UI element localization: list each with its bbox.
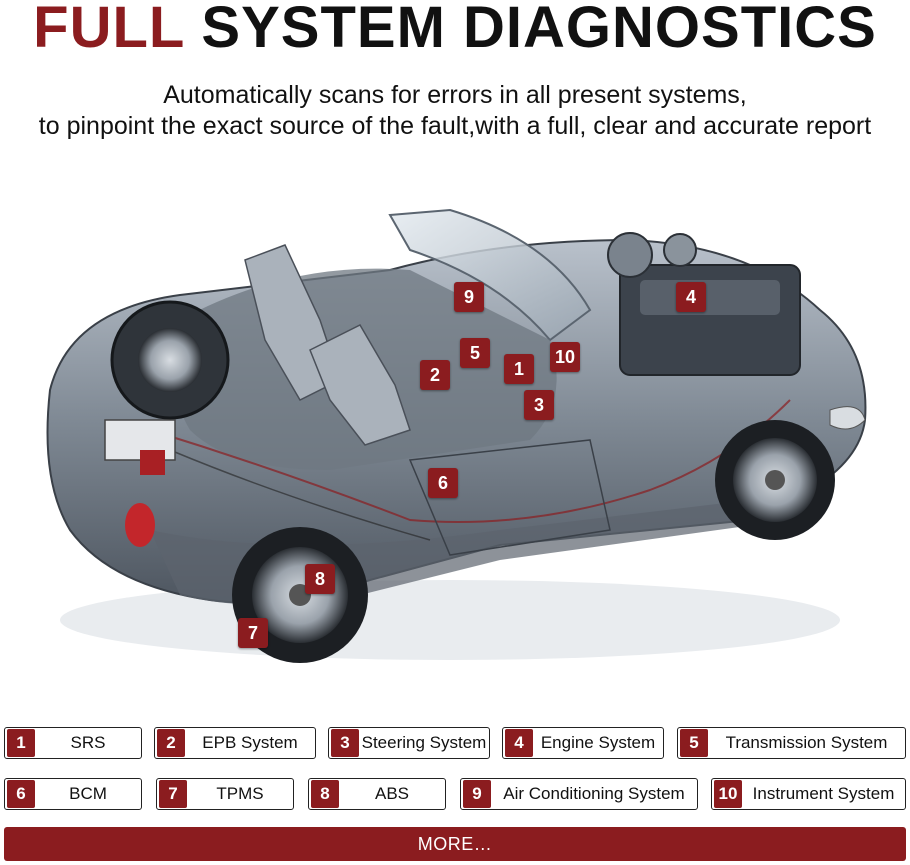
car-illustration: 9 4 5 10 2 1 3 6 8 7 [30,200,890,670]
system-label: ABS [374,784,410,803]
system-label: Instrument System [752,784,895,803]
system-chip-tpms: 7 TPMS [156,778,294,810]
system-label: Transmission System [725,733,888,752]
system-label: TPMS [216,784,264,803]
system-chip-steering: 3 Steering System [328,727,490,759]
system-chip-epb: 2 EPB System [154,727,316,759]
marker-10: 10 [550,342,580,372]
marker-5: 5 [460,338,490,368]
system-label: SRS [70,733,106,752]
system-chip-engine: 4 Engine System [502,727,664,759]
system-label: Air Conditioning System [503,784,685,803]
system-chip-instrument: 10 Instrument System [711,778,906,810]
marker-4: 4 [676,282,706,312]
system-chip-abs: 8 ABS [308,778,446,810]
system-label: Engine System [540,733,656,752]
system-chip-bcm: 6 BCM [4,778,142,810]
marker-3: 3 [524,390,554,420]
marker-8: 8 [305,564,335,594]
system-number: 9 [463,780,491,808]
system-number: 3 [331,729,359,757]
system-number: 2 [157,729,185,757]
title-part-system-diagnostics: SYSTEM DIAGNOSTICS [201,0,877,60]
system-number: 1 [7,729,35,757]
system-number: 6 [7,780,35,808]
system-label: BCM [69,784,107,803]
more-button[interactable]: MORE… [4,827,906,861]
marker-1: 1 [504,354,534,384]
title-part-full: FULL [33,0,185,60]
system-number: 5 [680,729,708,757]
system-chip-air-conditioning: 9 Air Conditioning System [460,778,698,810]
system-chip-srs: 1 SRS [4,727,142,759]
marker-9: 9 [454,282,484,312]
marker-2: 2 [420,360,450,390]
system-number: 4 [505,729,533,757]
subtitle-line-2: to pinpoint the exact source of the faul… [38,112,872,140]
system-label: EPB System [202,733,298,752]
system-label: Steering System [361,733,487,752]
page-title: FULL SYSTEM DIAGNOSTICS [0,0,910,60]
marker-7: 7 [238,618,268,648]
system-chip-transmission: 5 Transmission System [677,727,906,759]
system-number: 7 [159,780,187,808]
system-number: 10 [714,780,742,808]
marker-6: 6 [428,468,458,498]
system-number: 8 [311,780,339,808]
subtitle-line-1: Automatically scans for errors in all pr… [163,81,747,109]
car-cutaway-image [46,208,867,663]
